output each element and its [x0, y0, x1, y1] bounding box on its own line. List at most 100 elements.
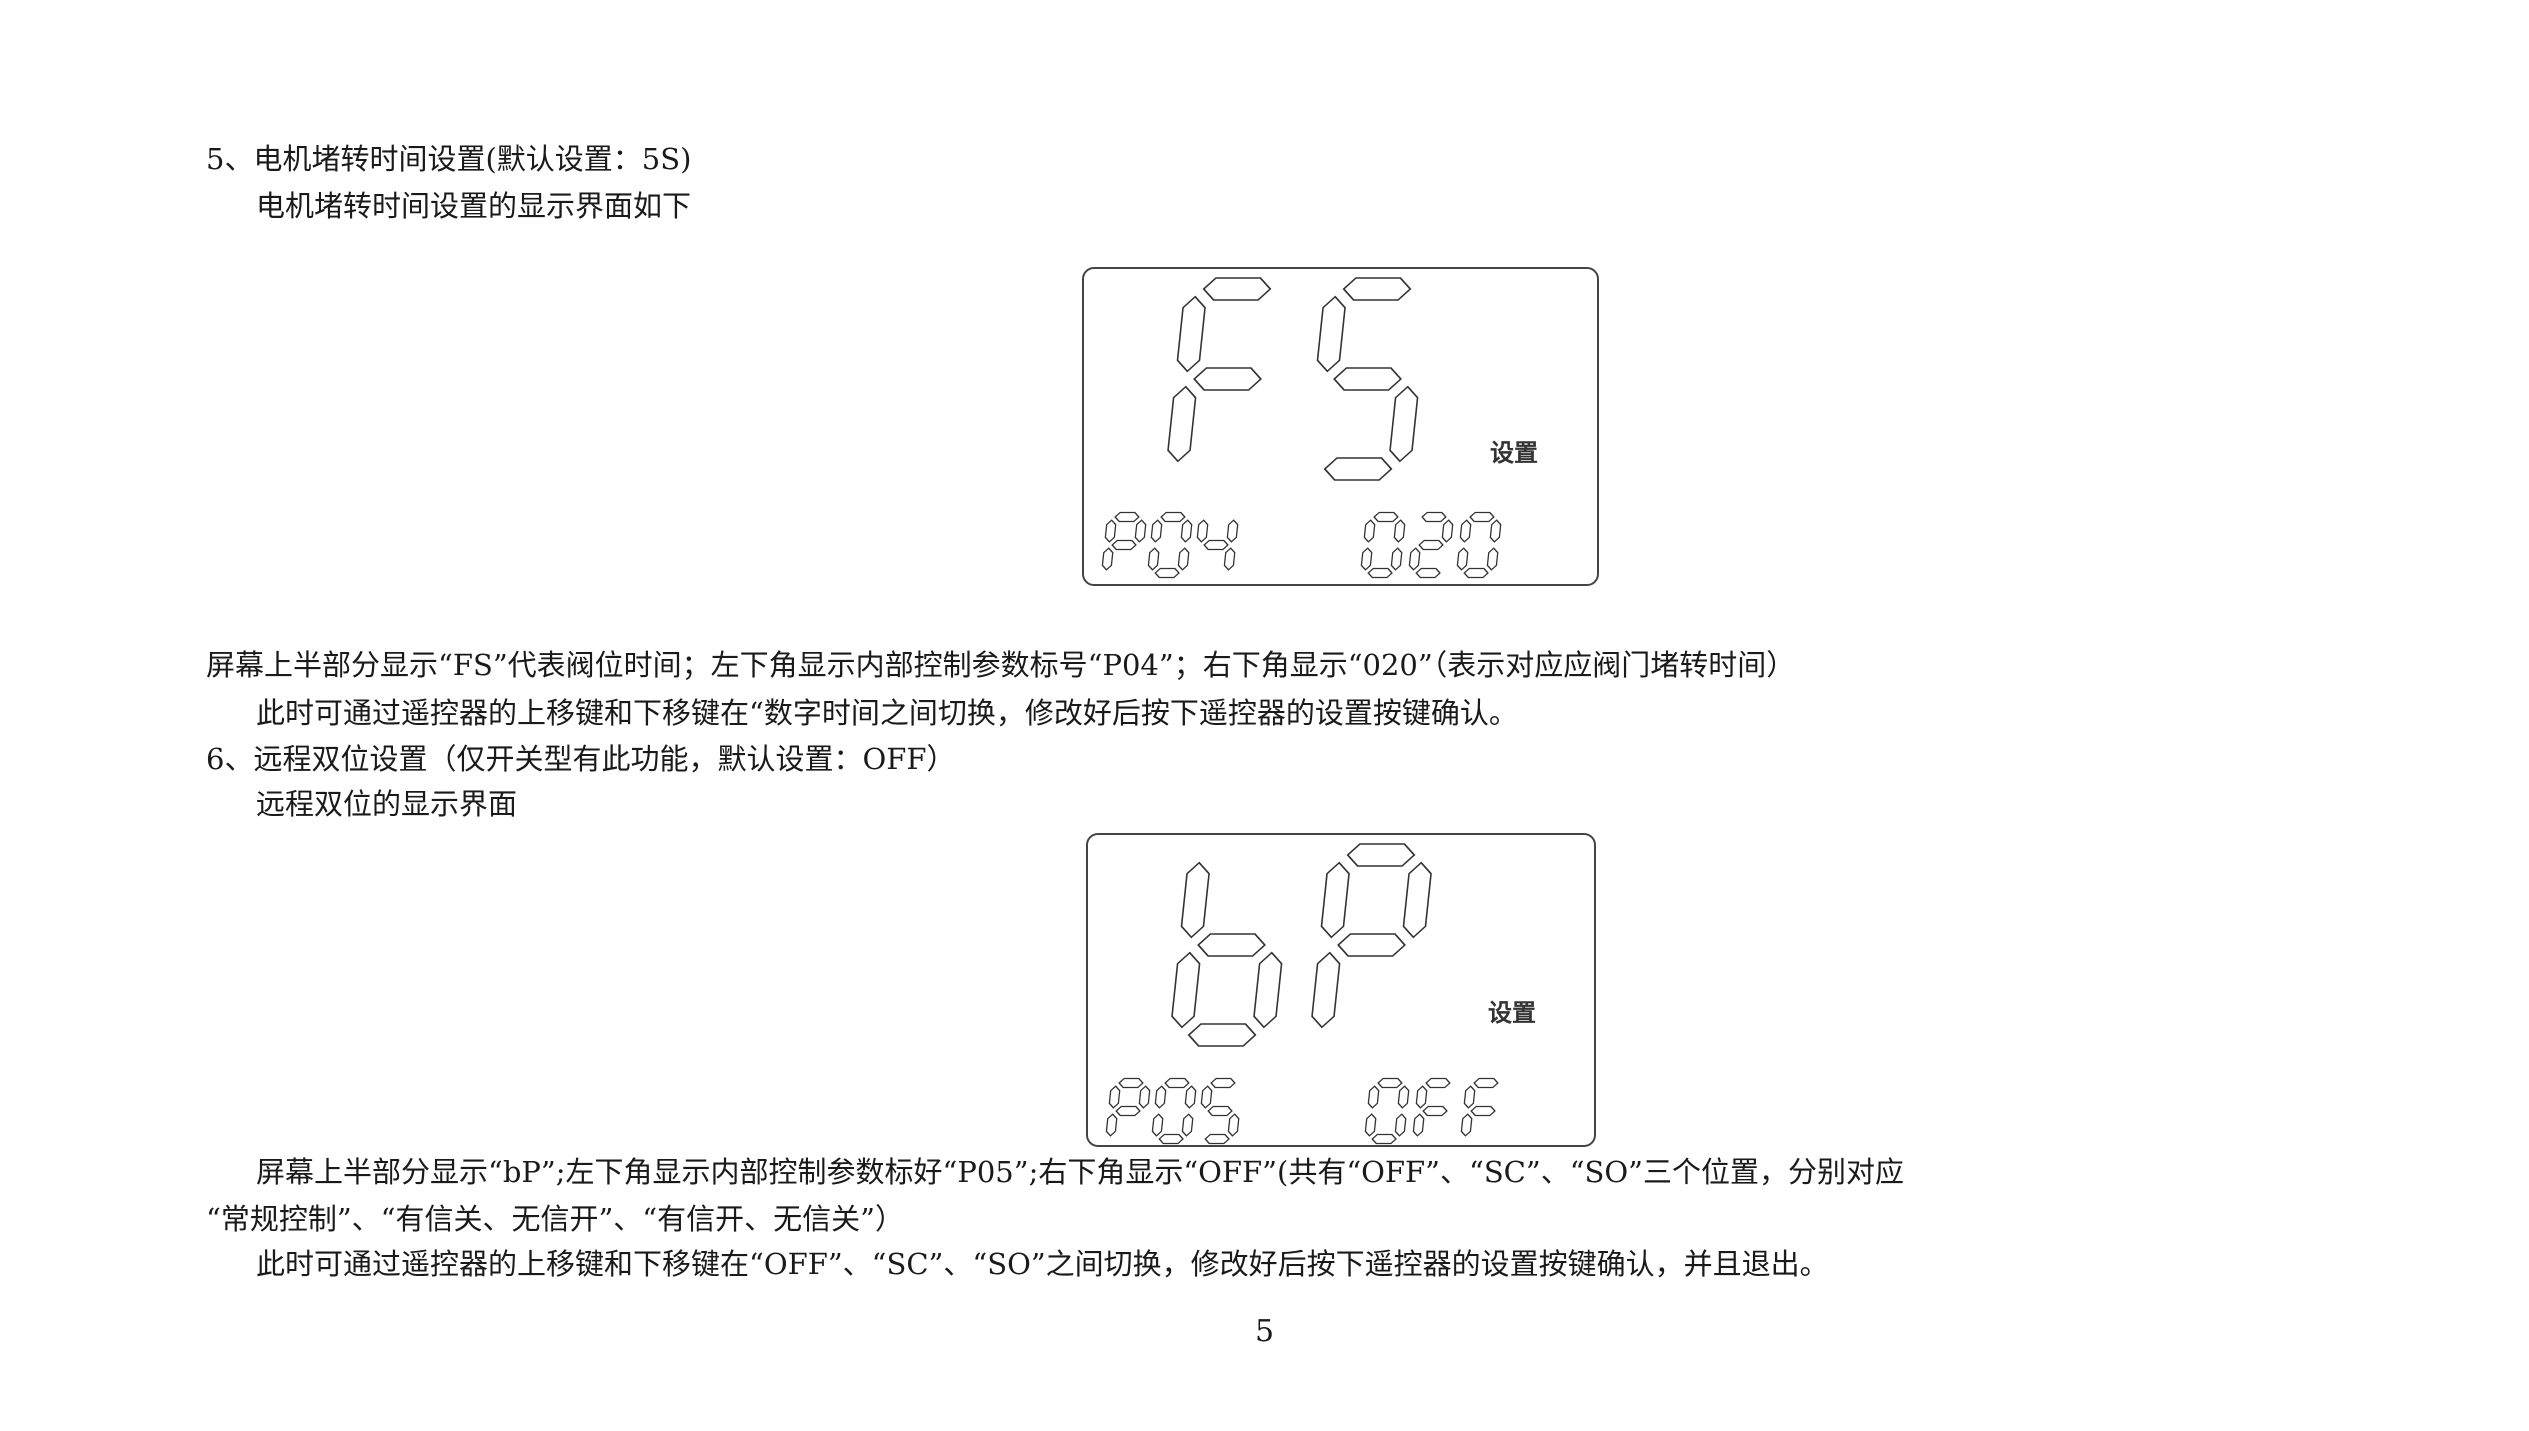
lcd-segment-c: [1486, 547, 1499, 571]
lcd-segment-f: [1316, 295, 1346, 373]
lcd-digit-0: [1151, 1077, 1197, 1145]
lcd-segment-g: [1115, 1105, 1141, 1117]
lcd-segment-d: [1371, 1133, 1397, 1145]
lcd-segment-a: [1342, 277, 1412, 301]
lcd-segment-b: [1138, 1085, 1151, 1109]
lcd-segment-e: [1101, 547, 1114, 571]
lcd-digit-F: [1167, 277, 1272, 463]
lcd-segment-c: [1227, 1113, 1240, 1137]
lcd-segment-c: [1223, 547, 1236, 571]
lcd-digit-P: [1105, 1077, 1151, 1137]
section6-description-2: “常规控制”、“有信关、无信开”、“有信开、无信关”）: [206, 1202, 904, 1236]
lcd-segment-b: [1180, 519, 1193, 543]
lcd-segment-f: [1150, 519, 1163, 543]
lcd-segment-g: [1193, 367, 1262, 391]
lcd-segment-g: [1418, 539, 1444, 551]
lcd-segment-b: [1397, 1085, 1410, 1109]
lcd-segment-c: [1181, 1113, 1194, 1137]
section6-description-1: 屏幕上半部分显示“bP”;左下角显示内部控制参数标好“P05”;右下角显示“OF…: [256, 1155, 1904, 1189]
lcd-segment-f: [1363, 519, 1376, 543]
lcd-segment-b: [1441, 519, 1454, 543]
page-number: 5: [1254, 1314, 1275, 1349]
lcd-segment-d: [1415, 567, 1441, 579]
lcd-segment-f: [1154, 1085, 1167, 1109]
lcd-segment-e: [1105, 1113, 1118, 1137]
lcd-segment-b: [1184, 1085, 1197, 1109]
lcd-segment-f: [1415, 1085, 1428, 1109]
lcd-segment-d: [1367, 567, 1393, 579]
lcd-segment-a: [1346, 843, 1416, 867]
lcd-segment-g: [1470, 1105, 1496, 1117]
lcd-segment-a: [1421, 511, 1447, 523]
lcd-digit-O: [1364, 1077, 1410, 1145]
lcd-segment-c: [1177, 547, 1190, 571]
section5-heading: 5、电机堵转时间设置(默认设置：5S): [206, 142, 692, 176]
lcd-digit-5: [1200, 1077, 1240, 1145]
lcd-segments: [1105, 843, 1499, 1145]
lcd-digit-0: [1147, 511, 1193, 579]
lcd-segment-g: [1333, 367, 1402, 391]
lcd-segment-f: [1104, 519, 1117, 543]
lcd-segment-e: [1171, 951, 1201, 1029]
lcd-segment-b: [1489, 519, 1502, 543]
lcd-segment-c: [1253, 951, 1283, 1029]
lcd-segment-b: [1134, 519, 1147, 543]
lcd-segment-f: [1463, 1085, 1476, 1109]
lcd-segment-f: [1196, 519, 1209, 543]
lcd-digit-S: [1316, 277, 1419, 481]
lcd-segment-c: [1394, 1113, 1407, 1137]
lcd-digit-2: [1408, 511, 1454, 579]
section6-intro: 远程双位的显示界面: [256, 787, 518, 821]
section5-instruction: 此时可通过遥控器的上移键和下移键在“数字时间之间切换，修改好后按下遥控器的设置按…: [256, 696, 1518, 730]
lcd-digit-P: [1311, 843, 1432, 1029]
lcd-display-bp: 设置: [1086, 833, 1596, 1147]
lcd-segment-e: [1408, 547, 1421, 571]
section5-description: 屏幕上半部分显示“FS”代表阀位时间；左下角显示内部控制参数标号“P04”；右下…: [206, 648, 1796, 682]
lcd-segment-f: [1176, 295, 1206, 373]
lcd-segment-a: [1164, 1077, 1190, 1089]
lcd-segment-a: [1118, 1077, 1144, 1089]
lcd-segment-f: [1459, 519, 1472, 543]
lcd-segment-f: [1200, 1085, 1213, 1109]
lcd-segment-e: [1364, 1113, 1377, 1137]
lcd-segment-a: [1114, 511, 1140, 523]
lcd-segment-g: [1422, 1105, 1448, 1117]
lcd-digit-F: [1460, 1077, 1499, 1137]
lcd-digit-0: [1456, 511, 1502, 579]
section6-heading: 6、远程双位设置（仅开关型有此功能，默认设置：OFF）: [206, 742, 956, 776]
lcd-segment-e: [1360, 547, 1373, 571]
lcd-segment-a: [1473, 1077, 1499, 1089]
lcd-segment-b: [1226, 519, 1239, 543]
lcd-segment-e: [1460, 1113, 1473, 1137]
lcd-digit-F: [1412, 1077, 1451, 1137]
lcd-digit-P: [1101, 511, 1147, 571]
lcd-segment-a: [1160, 511, 1186, 523]
lcd-segment-d: [1463, 567, 1489, 579]
lcd-segment-e: [1147, 547, 1160, 571]
lcd-segment-d: [1323, 457, 1393, 481]
lcd-segment-g: [1203, 539, 1229, 551]
lcd-segment-b: [1393, 519, 1406, 543]
lcd-segment-a: [1210, 1077, 1236, 1089]
lcd-segment-d: [1154, 567, 1180, 579]
lcd-segment-d: [1204, 1133, 1230, 1145]
lcd-segment-a: [1373, 511, 1399, 523]
section6-instruction: 此时可通过遥控器的上移键和下移键在“OFF”、“SC”、“SO”之间切换，修改好…: [256, 1247, 1829, 1281]
lcd-segment-f: [1180, 861, 1210, 939]
lcd-segment-a: [1425, 1077, 1451, 1089]
lcd-segment-f: [1367, 1085, 1380, 1109]
lcd-segment-a: [1202, 277, 1272, 301]
lcd-segment-g: [1337, 933, 1406, 957]
lcd-segment-f: [1108, 1085, 1121, 1109]
lcd-segment-a: [1469, 511, 1495, 523]
lcd-segment-e: [1412, 1113, 1425, 1137]
lcd-segment-d: [1158, 1133, 1184, 1145]
lcd-digit-b: [1171, 861, 1283, 1047]
lcd-segment-d: [1187, 1023, 1257, 1047]
lcd-setting-label: 设置: [1488, 999, 1536, 1027]
lcd-segment-f: [1320, 861, 1350, 939]
lcd-segment-e: [1456, 547, 1469, 571]
lcd-segment-g: [1207, 1105, 1233, 1117]
lcd-digit-0: [1360, 511, 1406, 579]
lcd-segment-c: [1389, 385, 1419, 463]
